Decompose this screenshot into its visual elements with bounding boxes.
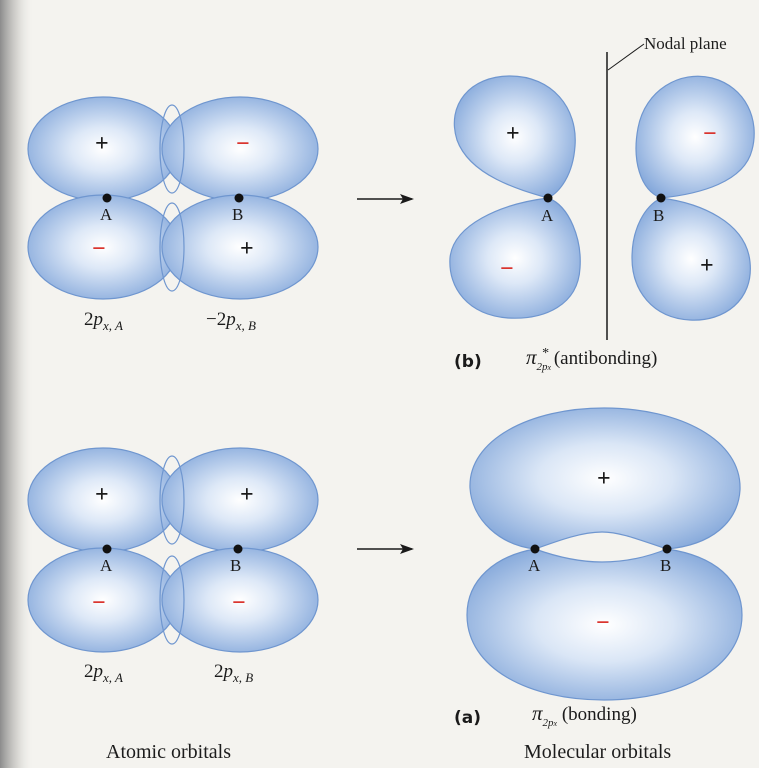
orbital-subscript: x, B xyxy=(235,318,256,333)
caption-molecular-orbitals: Molecular orbitals xyxy=(524,741,672,763)
bonding-lower-lobe xyxy=(466,548,743,701)
bottom-a-upper-sign: + xyxy=(95,482,109,508)
bottom-nucleus-a xyxy=(102,544,112,554)
quantum-number: 2 xyxy=(216,309,227,330)
bottom-a-lower-sign: − xyxy=(92,590,106,616)
bonding-orbital-label: π2px (bonding) xyxy=(532,701,637,729)
pi-symbol: π xyxy=(526,345,537,369)
antibonding-right-lower-sign: + xyxy=(700,253,714,279)
top-overlap-lower xyxy=(159,202,185,292)
bonding-upper-sign: + xyxy=(597,466,611,492)
bottom-nucleus-b-label: B xyxy=(230,556,242,575)
bonding-orbital xyxy=(466,407,743,701)
bottom-overlap-lower xyxy=(159,555,185,645)
antibonding-star: * xyxy=(542,346,550,361)
bonding-upper-lobe xyxy=(469,407,741,550)
antibonding-right-upper-sign: − xyxy=(703,121,717,147)
caption-atomic-orbitals: Atomic orbitals xyxy=(106,741,231,763)
antibonding-nucleus-a xyxy=(543,193,553,203)
pi-symbol: π xyxy=(532,701,543,725)
bottom-b-upper-sign: + xyxy=(240,482,254,508)
antibonding-orbital xyxy=(449,43,755,340)
orbital-letter: p xyxy=(226,309,236,330)
bottom-nucleus-b xyxy=(233,544,243,554)
antibonding-nucleus-b xyxy=(656,193,666,203)
top-label-2px-b: −2px, B xyxy=(206,309,256,334)
orbital-subscript: x, A xyxy=(103,670,123,685)
antibonding-nucleus-a-label: A xyxy=(541,206,554,225)
part-letter-b: (b) xyxy=(454,352,482,372)
top-a-lower-sign: − xyxy=(92,236,106,262)
top-label-2px-a: 2px, A xyxy=(84,309,123,334)
orbital-subscript: x, A xyxy=(103,318,123,333)
bottom-label-2px-a: 2px, A xyxy=(84,661,123,686)
antibonding-left-upper-sign: + xyxy=(506,121,520,147)
part-letter-a: (a) xyxy=(454,708,482,728)
top-nucleus-b-label: B xyxy=(232,205,244,224)
top-a-upper-sign: + xyxy=(95,131,109,157)
top-nucleus-a xyxy=(102,193,112,203)
orbital-letter: p xyxy=(223,661,234,682)
orbital-subscript: x, B xyxy=(233,670,254,685)
antibonding-left-lower-lobe xyxy=(449,197,581,319)
antibonding-nucleus-b-label: B xyxy=(653,206,665,225)
bonding-nucleus-a xyxy=(530,544,540,554)
bottom-nucleus-a-label: A xyxy=(100,556,113,575)
bonding-nucleus-b xyxy=(662,544,672,554)
orbital-letter: p xyxy=(93,661,104,682)
orbital-subscript: 2p xyxy=(542,717,554,729)
bottom-b-lower-sign: − xyxy=(232,590,246,616)
nodal-plane-label: Nodal plane xyxy=(644,34,727,53)
orbital-sub-subscript: x xyxy=(553,719,558,728)
bonding-nucleus-b-label: B xyxy=(660,556,672,575)
top-nucleus-b xyxy=(234,193,244,203)
top-atomic-orbitals xyxy=(27,96,319,300)
quantum-number: 2 xyxy=(84,661,94,682)
top-b-upper-sign: − xyxy=(236,131,250,157)
antibonding-left-upper-lobe xyxy=(453,75,576,199)
quantum-number: 2 xyxy=(214,661,224,682)
antibonding-left-lower-sign: − xyxy=(500,256,514,282)
antibonding-right-upper-lobe xyxy=(635,75,755,199)
orbital-letter: p xyxy=(93,309,104,330)
bonding-nucleus-a-label: A xyxy=(528,556,541,575)
antibonding-right-lower-lobe xyxy=(631,197,751,321)
orbital-sub-subscript: x xyxy=(547,363,552,372)
bonding-lower-sign: − xyxy=(596,610,610,636)
antibonding-orbital-label: π2px * (antibonding) xyxy=(526,345,657,373)
coefficient: − xyxy=(206,309,217,330)
orbital-type: (bonding) xyxy=(561,704,637,725)
top-nucleus-a-label: A xyxy=(100,205,113,224)
bottom-atomic-orbitals xyxy=(27,447,319,653)
nodal-plane-leader xyxy=(607,43,645,71)
bottom-overlap-upper xyxy=(159,455,185,545)
orbital-type: (antibonding) xyxy=(553,348,658,369)
bottom-label-2px-b: 2px, B xyxy=(214,661,253,686)
top-overlap-upper xyxy=(159,104,185,194)
orbital-subscript: 2p xyxy=(536,361,548,373)
top-b-lower-sign: + xyxy=(240,236,254,262)
quantum-number: 2 xyxy=(84,309,94,330)
